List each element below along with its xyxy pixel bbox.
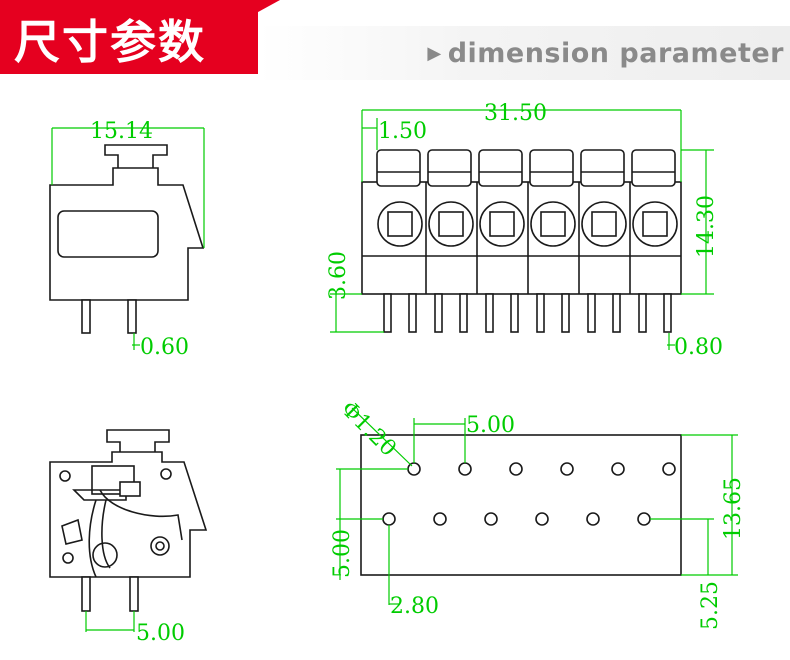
wire-entry-4	[530, 201, 576, 247]
dim-section-pitch: 5.00	[136, 621, 185, 646]
subtitle-text: dimension parameter	[447, 38, 784, 69]
wire-entry-2	[428, 201, 474, 247]
dim-front-length: 31.50	[484, 101, 547, 126]
title-tab: 尺寸参数	[0, 0, 258, 74]
lever-3	[478, 149, 523, 187]
section-spring	[99, 489, 183, 541]
front-view: 31.50 1.50 14.30 3.60 0.80	[326, 101, 723, 360]
pcb-footprint	[360, 434, 682, 576]
side-view: 15.14 0.60	[49, 119, 205, 360]
dim-side-width: 15.14	[90, 119, 153, 144]
subtitle-strip	[258, 26, 790, 80]
section-hole-bottom-left	[62, 552, 74, 564]
wire-entry-3	[479, 201, 525, 247]
section-hole-top-left	[59, 470, 71, 482]
section-hole-top-right	[160, 468, 172, 480]
dim-edge-offset: 2.80	[390, 594, 439, 619]
wire-entry-5	[581, 201, 627, 247]
side-window	[57, 210, 159, 258]
subtitle: ▶dimension parameter	[427, 38, 784, 69]
dim-front-height: 14.30	[694, 195, 719, 258]
lever-1	[376, 149, 421, 187]
dim-board-height: 13.65	[721, 477, 746, 540]
page-title: 尺寸参数	[14, 15, 206, 69]
dim-hole-pitch: 5.00	[466, 413, 515, 438]
section-pin-left	[81, 576, 91, 612]
wire-entry-6	[632, 201, 678, 247]
lever-6	[631, 149, 676, 187]
dim-edge-bottom: 5.25	[698, 581, 723, 630]
dim-row-spacing: 5.00	[330, 529, 355, 578]
dim-front-pin-length: 3.60	[326, 251, 351, 300]
wire-entries	[377, 201, 678, 247]
play-arrow-icon: ▶	[427, 43, 442, 64]
side-pin-left	[81, 299, 91, 334]
lever-2	[427, 149, 472, 187]
dim-front-pin-width: 0.80	[674, 335, 723, 360]
pcb-layout-view: Φ1.20 5.00 5.00 2.80 13.65 5.25	[330, 397, 746, 630]
front-pins	[383, 293, 672, 333]
section-lever-knob	[106, 429, 170, 455]
side-lever-knob	[104, 144, 168, 168]
section-pivot	[150, 536, 170, 556]
side-pin-right	[127, 299, 137, 334]
dim-front-pitch-offset: 1.50	[378, 119, 427, 144]
front-levers	[376, 149, 676, 187]
lever-4	[529, 149, 574, 187]
section-pin-right	[129, 576, 139, 612]
section-view: 5.00	[49, 429, 208, 646]
dim-side-pin: 0.60	[140, 335, 189, 360]
side-body	[49, 167, 205, 301]
lever-5	[580, 149, 625, 187]
wire-entry-1	[377, 201, 423, 247]
title-notch	[240, 0, 280, 22]
